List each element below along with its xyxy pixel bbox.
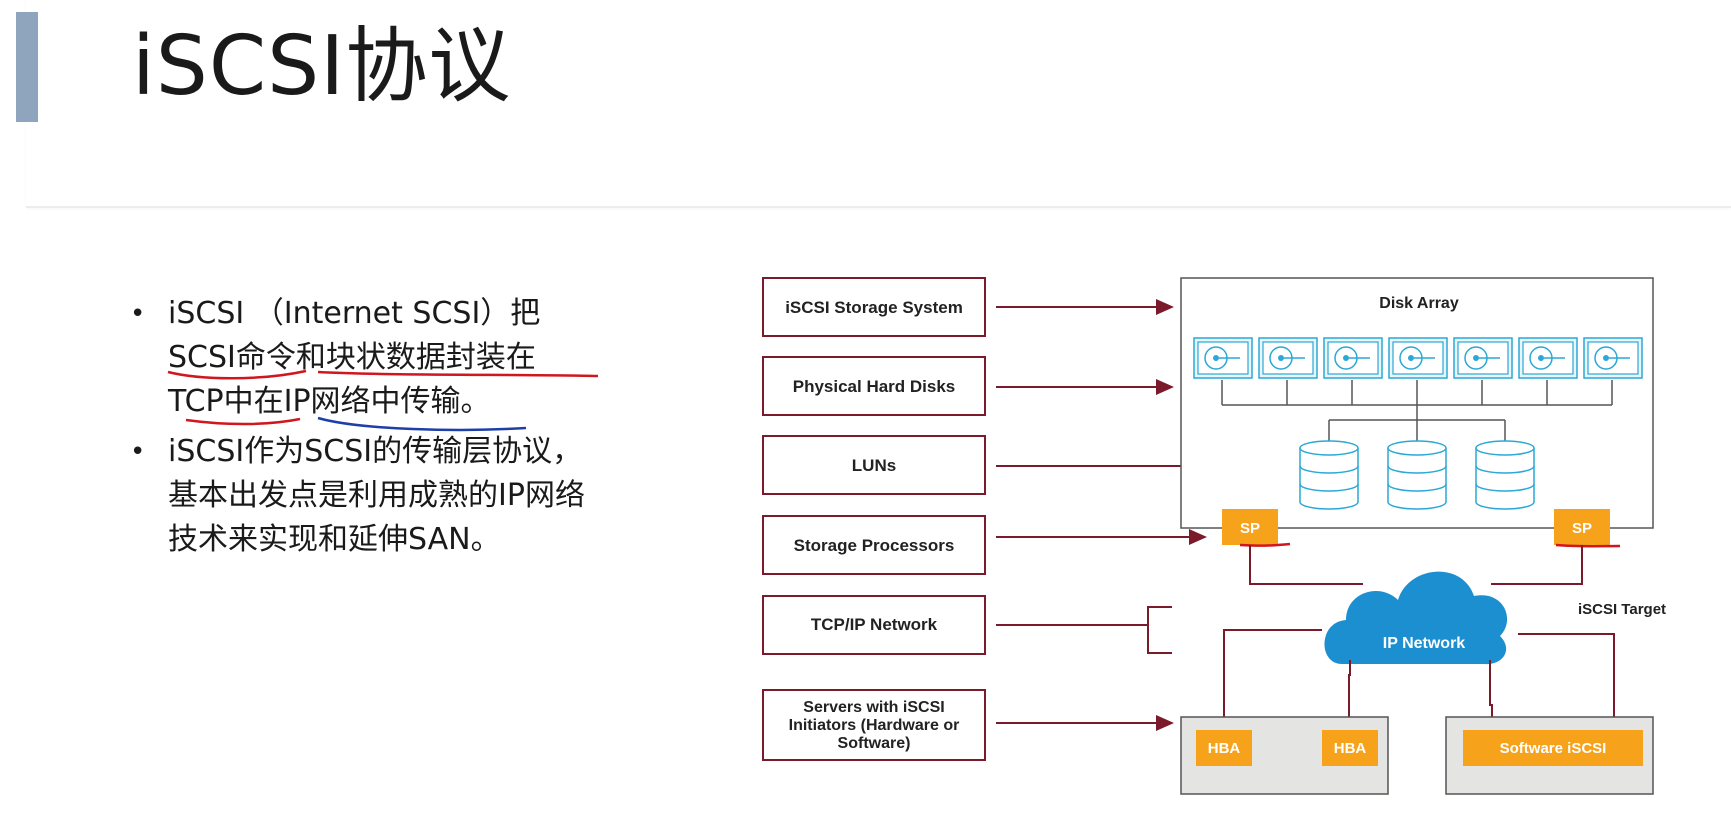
label-servers-with-initiators: Servers with iSCSI Initiators (Hardware … bbox=[762, 689, 986, 761]
svg-text:HBA: HBA bbox=[1334, 740, 1367, 757]
disk-array-title: Disk Array bbox=[1379, 295, 1459, 312]
bullet-line: 技术来实现和延伸SAN。 bbox=[168, 522, 501, 557]
storage-processor-right: SP bbox=[1554, 509, 1610, 545]
bullet-item: iSCSI作为SCSI的传输层协议， 基本出发点是利用成熟的IP网络 技术来实现… bbox=[130, 430, 690, 562]
label-iscsi-storage-system: iSCSI Storage System bbox=[762, 277, 986, 337]
label-luns: LUNs bbox=[762, 435, 986, 495]
bullet-line: SCSI命令和块状数据封装在 bbox=[168, 340, 536, 375]
svg-text:Software): Software) bbox=[838, 735, 911, 752]
bullet-line: iSCSI作为SCSI的传输层协议， bbox=[168, 434, 583, 469]
hard-disk-icon bbox=[1583, 337, 1643, 379]
bullet-line: 基本出发点是利用成熟的IP网络 bbox=[168, 478, 585, 513]
svg-text:Physical Hard Disks: Physical Hard Disks bbox=[793, 377, 956, 396]
svg-text:iSCSI Storage System: iSCSI Storage System bbox=[785, 298, 963, 317]
bullet-list: iSCSI （Internet SCSI）把 SCSI命令和块状数据封装在 TC… bbox=[130, 292, 690, 568]
bullet-line: iSCSI （Internet SCSI）把 bbox=[168, 296, 541, 331]
sp-cloud-links bbox=[1249, 545, 1583, 585]
cloud-server-links bbox=[1223, 629, 1615, 735]
svg-text:Initiators (Hardware or: Initiators (Hardware or bbox=[789, 717, 960, 734]
hard-disk-icon bbox=[1388, 337, 1448, 379]
red-underline-sp-right bbox=[1555, 543, 1621, 548]
svg-text:Storage Processors: Storage Processors bbox=[794, 536, 955, 555]
storage-processor-left: SP bbox=[1222, 509, 1278, 545]
bullet-line: TCP中在IP网络中传输。 bbox=[168, 384, 491, 419]
hard-disk-row bbox=[1193, 337, 1643, 379]
title-accent-bar bbox=[16, 12, 38, 122]
lun-row bbox=[1299, 440, 1535, 510]
bullet-item: iSCSI （Internet SCSI）把 SCSI命令和块状数据封装在 TC… bbox=[130, 292, 690, 424]
svg-text:SP: SP bbox=[1240, 520, 1260, 537]
disk-connector-tree bbox=[1221, 380, 1613, 442]
lun-database-icon bbox=[1299, 440, 1359, 510]
hard-disk-icon bbox=[1453, 337, 1513, 379]
bracket-tcp-ip bbox=[996, 606, 1172, 654]
hba-left: HBA bbox=[1196, 730, 1252, 766]
slide-header bbox=[26, 0, 1731, 208]
hba-right: HBA bbox=[1322, 730, 1378, 766]
hard-disk-icon bbox=[1518, 337, 1578, 379]
hard-disk-icon bbox=[1323, 337, 1383, 379]
software-iscsi: Software iSCSI bbox=[1463, 730, 1643, 766]
svg-text:LUNs: LUNs bbox=[852, 456, 896, 475]
svg-text:SP: SP bbox=[1572, 520, 1592, 537]
ip-network-cloud: IP Network bbox=[1324, 571, 1508, 665]
hard-disk-icon bbox=[1193, 337, 1253, 379]
svg-text:Software iSCSI: Software iSCSI bbox=[1500, 740, 1607, 757]
svg-text:HBA: HBA bbox=[1208, 740, 1241, 757]
iscsi-target-label: iSCSI Target bbox=[1578, 601, 1666, 618]
lun-database-icon bbox=[1387, 440, 1447, 510]
cloud-label: IP Network bbox=[1383, 635, 1466, 652]
hard-disk-icon bbox=[1258, 337, 1318, 379]
label-storage-processors: Storage Processors bbox=[762, 515, 986, 575]
slide-title: iSCSI协议 bbox=[132, 19, 512, 114]
red-underline-sp-left bbox=[1239, 542, 1291, 547]
svg-text:Servers with iSCSI: Servers with iSCSI bbox=[803, 699, 944, 716]
label-tcp-ip-network: TCP/IP Network bbox=[762, 595, 986, 655]
lun-database-icon bbox=[1475, 440, 1535, 510]
label-physical-hard-disks: Physical Hard Disks bbox=[762, 356, 986, 416]
svg-text:TCP/IP Network: TCP/IP Network bbox=[811, 615, 938, 634]
